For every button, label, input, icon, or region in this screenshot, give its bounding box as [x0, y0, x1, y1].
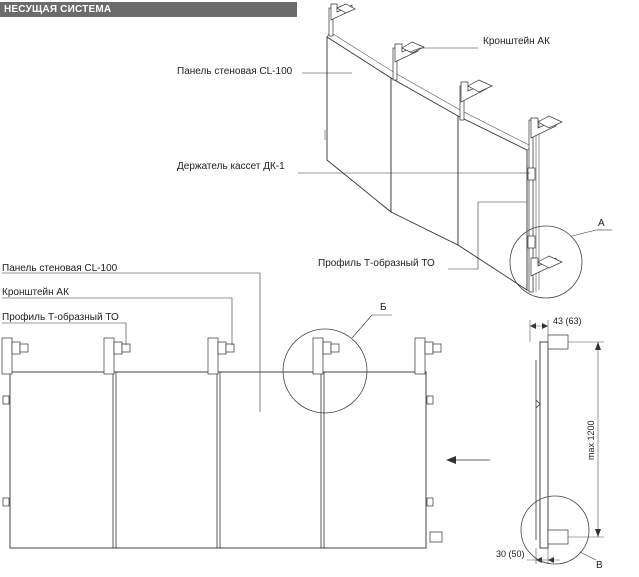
section-title: НЕСУЩАЯ СИСТЕМА	[4, 4, 112, 15]
direction-arrow	[446, 456, 490, 464]
side-profile	[539, 341, 549, 549]
callout-v-letter: В	[596, 560, 603, 571]
front-profiles	[1, 337, 426, 375]
iso-profile-label: Профиль Т-образный ТО	[318, 258, 435, 269]
iso-bracket-label: Кронштейн АК	[483, 36, 550, 47]
side-view	[520, 320, 604, 565]
front-brackets	[11, 341, 442, 355]
callout-circle-b	[282, 328, 368, 414]
iso-panel-label: Панель стеновая CL-100	[177, 66, 293, 77]
dim-offset: 30 (50)	[496, 549, 525, 559]
front-view	[1, 314, 443, 549]
iso-holder-label: Держатель кассет ДК-1	[177, 161, 285, 172]
section-header: НЕСУЩАЯ СИСТЕМА	[0, 2, 297, 17]
callout-circle-v	[520, 495, 590, 565]
front-profile-label: Профиль Т-образный ТО	[2, 312, 119, 323]
iso-brackets	[330, 3, 563, 277]
callout-circle-a	[509, 225, 583, 299]
callout-b-letter: Б	[380, 302, 387, 313]
iso-panel-1	[326, 36, 392, 213]
callout-a-letter: А	[598, 218, 605, 229]
front-bracket-label: Кронштейн АК	[2, 287, 69, 298]
iso-leaders	[298, 47, 530, 270]
iso-holder	[527, 167, 536, 181]
dim-depth: 43 (63)	[553, 316, 582, 326]
front-panel-row	[9, 371, 427, 549]
dim-height: max 1200	[586, 420, 596, 460]
front-leaders	[2, 272, 261, 412]
front-panel-label: Панель стеновая CL-100	[2, 263, 118, 274]
iso-panel-3	[457, 115, 528, 291]
isometric-view	[324, 3, 612, 299]
